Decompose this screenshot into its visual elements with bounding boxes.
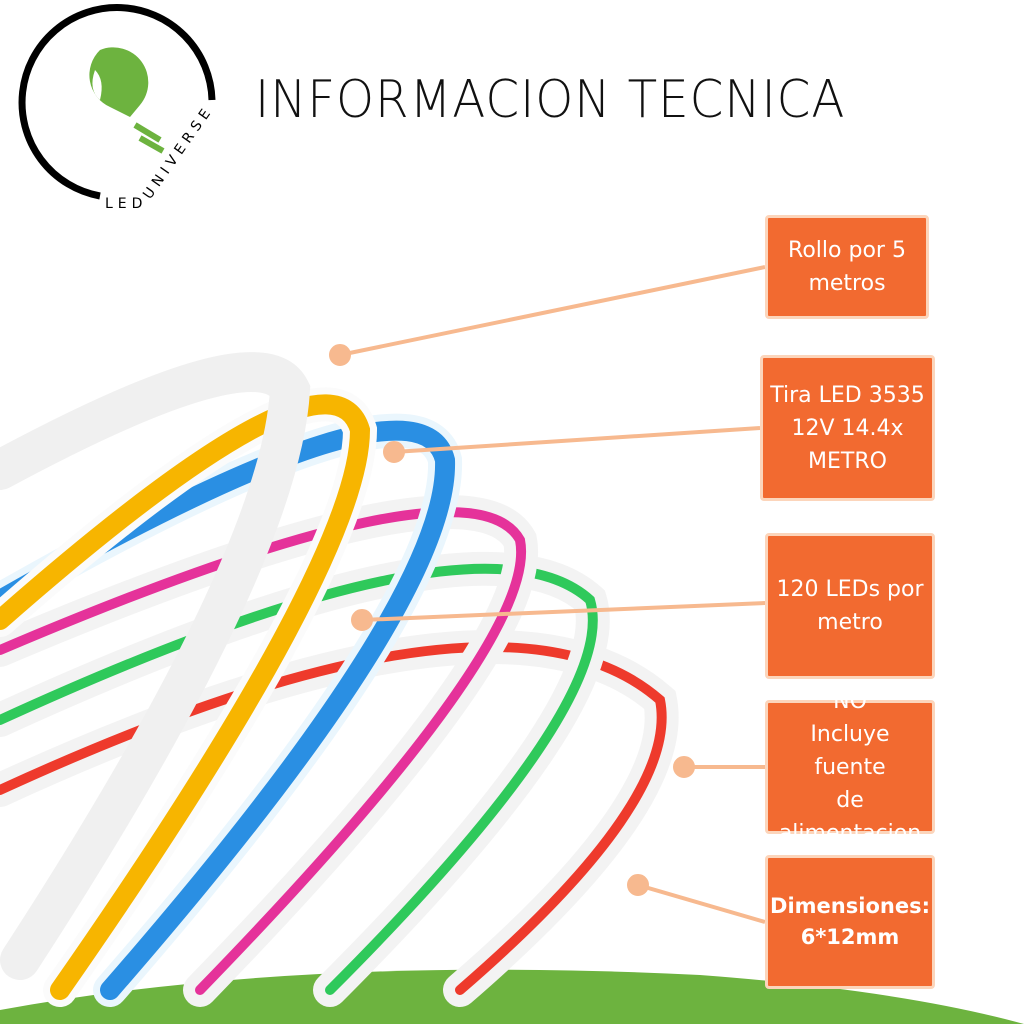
- page-title: INFORMACION TECNICA: [255, 70, 846, 130]
- connector-lines: [329, 265, 766, 924]
- svg-text:UNIVERSE: UNIVERSE: [140, 102, 217, 202]
- led-strips: [0, 352, 679, 1007]
- spec-roll-length: Rollo por 5 metros: [765, 215, 929, 319]
- spec-dimensions: Dimensiones: 6*12mm: [765, 855, 935, 989]
- spec-led-density: 120 LEDs por metro: [765, 533, 935, 679]
- svg-text:LED: LED: [105, 196, 147, 212]
- spec-strip-type: Tira LED 3535 12V 14.4x METRO: [760, 355, 935, 501]
- led-universe-logo: LED UNIVERSE: [18, 4, 217, 212]
- spec-power-supply: NO Incluye fuente de alimentacion: [765, 689, 935, 846]
